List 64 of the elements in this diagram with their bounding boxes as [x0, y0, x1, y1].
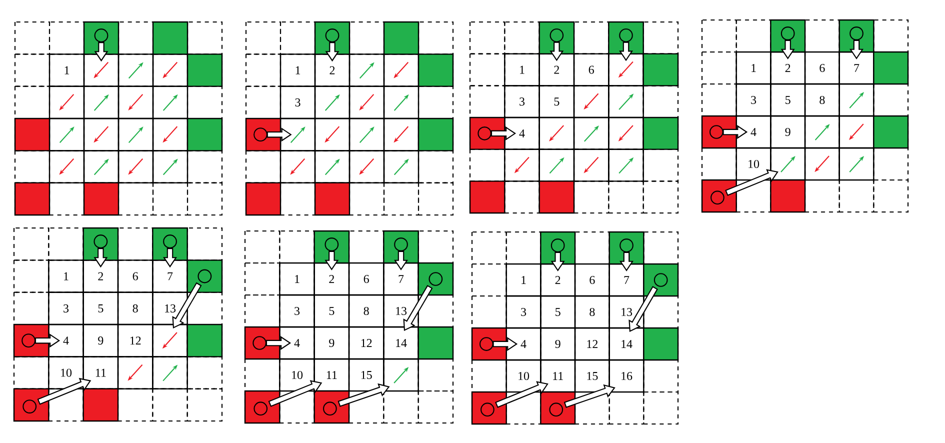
cell-number: 8: [132, 304, 138, 312]
cell-number: 6: [364, 274, 369, 284]
cell-number: 10: [292, 370, 303, 380]
cell-number: 7: [624, 276, 630, 284]
cell-number: 11: [96, 368, 106, 377]
cell-number: 3: [521, 308, 526, 316]
cell-number: 14: [622, 340, 632, 348]
cell-number: 2: [555, 276, 560, 284]
cell-number: 10: [748, 160, 760, 168]
cell-number: 13: [396, 306, 407, 316]
cell-number: 9: [329, 338, 334, 348]
cell-number: 8: [364, 306, 369, 316]
cell-number: 16: [622, 372, 632, 380]
cell-number: 2: [98, 272, 103, 280]
cell-number: 3: [294, 306, 300, 316]
cell-number: 4: [63, 336, 69, 345]
cell-number: 3: [520, 98, 525, 106]
cell-number: 10: [518, 372, 530, 380]
cell-number: 2: [785, 64, 790, 72]
cell-number: 13: [165, 304, 176, 312]
cell-number: 3: [64, 304, 69, 312]
cell-number: 6: [132, 272, 138, 280]
cell-number: 13: [622, 308, 632, 316]
cell-number: 7: [854, 64, 860, 72]
cell-number: 11: [326, 371, 337, 379]
cell-number: 1: [752, 64, 756, 72]
cell-number: 2: [329, 275, 334, 283]
cell-number: 5: [554, 98, 560, 106]
cell-number: 2: [330, 66, 335, 74]
cell-number: 4: [750, 128, 756, 136]
cell-number: 3: [295, 98, 300, 106]
cell-number: 6: [588, 66, 594, 74]
cell-number: 2: [554, 66, 559, 74]
cell-number: 5: [98, 304, 104, 312]
cell-number: 1: [295, 275, 300, 283]
cell-number: 5: [786, 96, 790, 104]
cell-number: 5: [329, 307, 334, 315]
cell-number: 14: [396, 339, 407, 347]
cell-number: 5: [556, 308, 560, 316]
cell-number: 6: [590, 276, 595, 284]
cell-number: 1: [520, 66, 524, 74]
cell-number: 9: [555, 340, 560, 348]
cell-number: 7: [168, 272, 173, 280]
cell-number: 6: [820, 64, 825, 72]
cell-number: 10: [61, 368, 72, 377]
cell-number: 4: [294, 339, 300, 347]
cell-number: 4: [519, 129, 525, 138]
cell-number: 1: [64, 272, 68, 280]
cell-number: 7: [398, 275, 404, 283]
cell-number: 8: [820, 96, 825, 104]
cell-number: 1: [296, 66, 300, 74]
cell-number: 9: [785, 128, 790, 136]
cell-number: 4: [520, 340, 526, 348]
cell-number: 8: [590, 308, 595, 316]
cell-number: 15: [361, 370, 372, 380]
cell-number: 12: [587, 340, 598, 348]
cell-number: 1: [64, 66, 70, 74]
cell-number: 11: [553, 372, 563, 380]
cell-number: 15: [587, 372, 598, 380]
cell-number: 3: [751, 96, 756, 104]
cell-number: 9: [98, 336, 104, 345]
cell-number: 12: [130, 336, 141, 345]
cell-number: 1: [522, 276, 526, 284]
cell-number: 12: [361, 339, 372, 347]
